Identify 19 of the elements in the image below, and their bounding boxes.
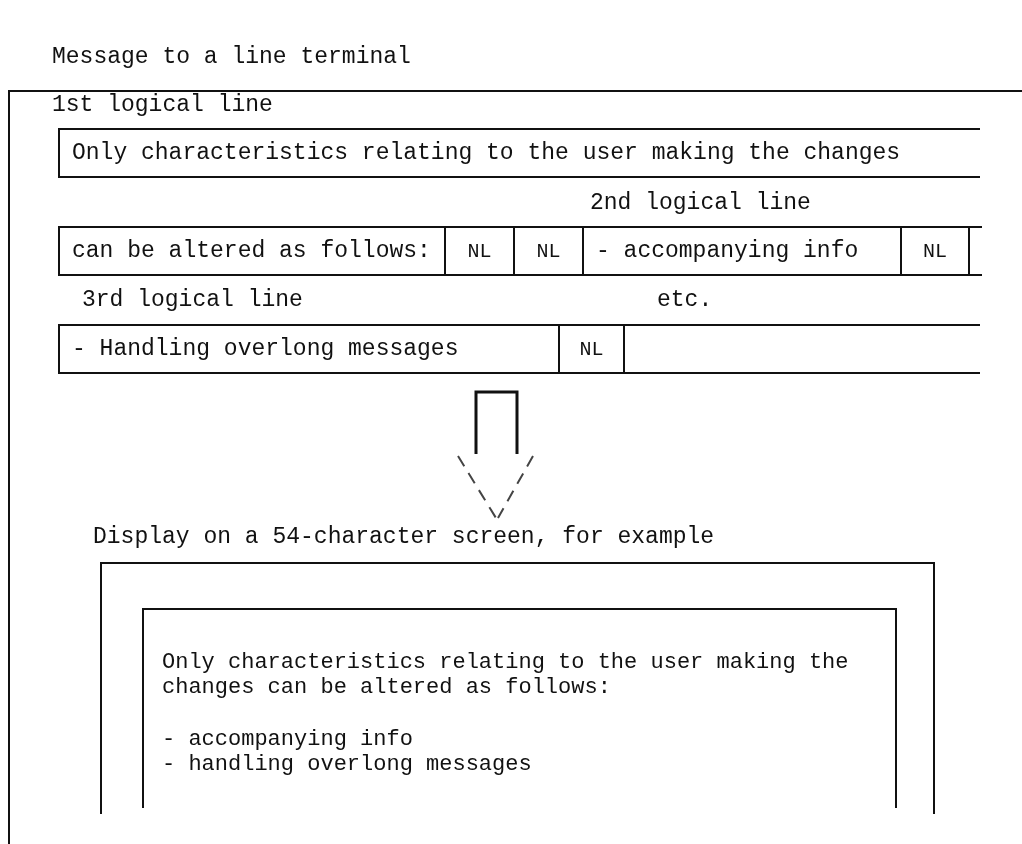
newline-cell: NL bbox=[513, 226, 582, 276]
newline-cell: NL bbox=[900, 226, 968, 276]
message-text: Only characteristics relating to the user making the changes can be altered as follows: bbox=[162, 650, 850, 701]
screen-heading: Display on a 54-character screen, for example bbox=[93, 524, 715, 550]
message-cell: Only characteristics relating to the user making the changes bbox=[58, 128, 980, 178]
line-label: 3rd logical line bbox=[82, 287, 303, 313]
empty-cell bbox=[623, 324, 980, 374]
message-cell: - accompanying info bbox=[582, 226, 900, 276]
message-cell: - Handling overlong messages bbox=[58, 324, 558, 374]
message-cell: can be altered as follows: bbox=[58, 226, 444, 276]
diagram-title: Message to a line terminal bbox=[52, 44, 411, 70]
newline-cell: NL bbox=[558, 324, 623, 374]
list-item: - accompanying info bbox=[162, 726, 414, 752]
newline-cell: NL bbox=[444, 226, 513, 276]
empty-cell bbox=[968, 226, 982, 276]
line-label: 2nd logical line bbox=[590, 190, 811, 216]
line-label: etc. bbox=[657, 287, 713, 313]
screen-window bbox=[142, 608, 897, 808]
list-item: - handling overlong messages bbox=[162, 751, 533, 778]
